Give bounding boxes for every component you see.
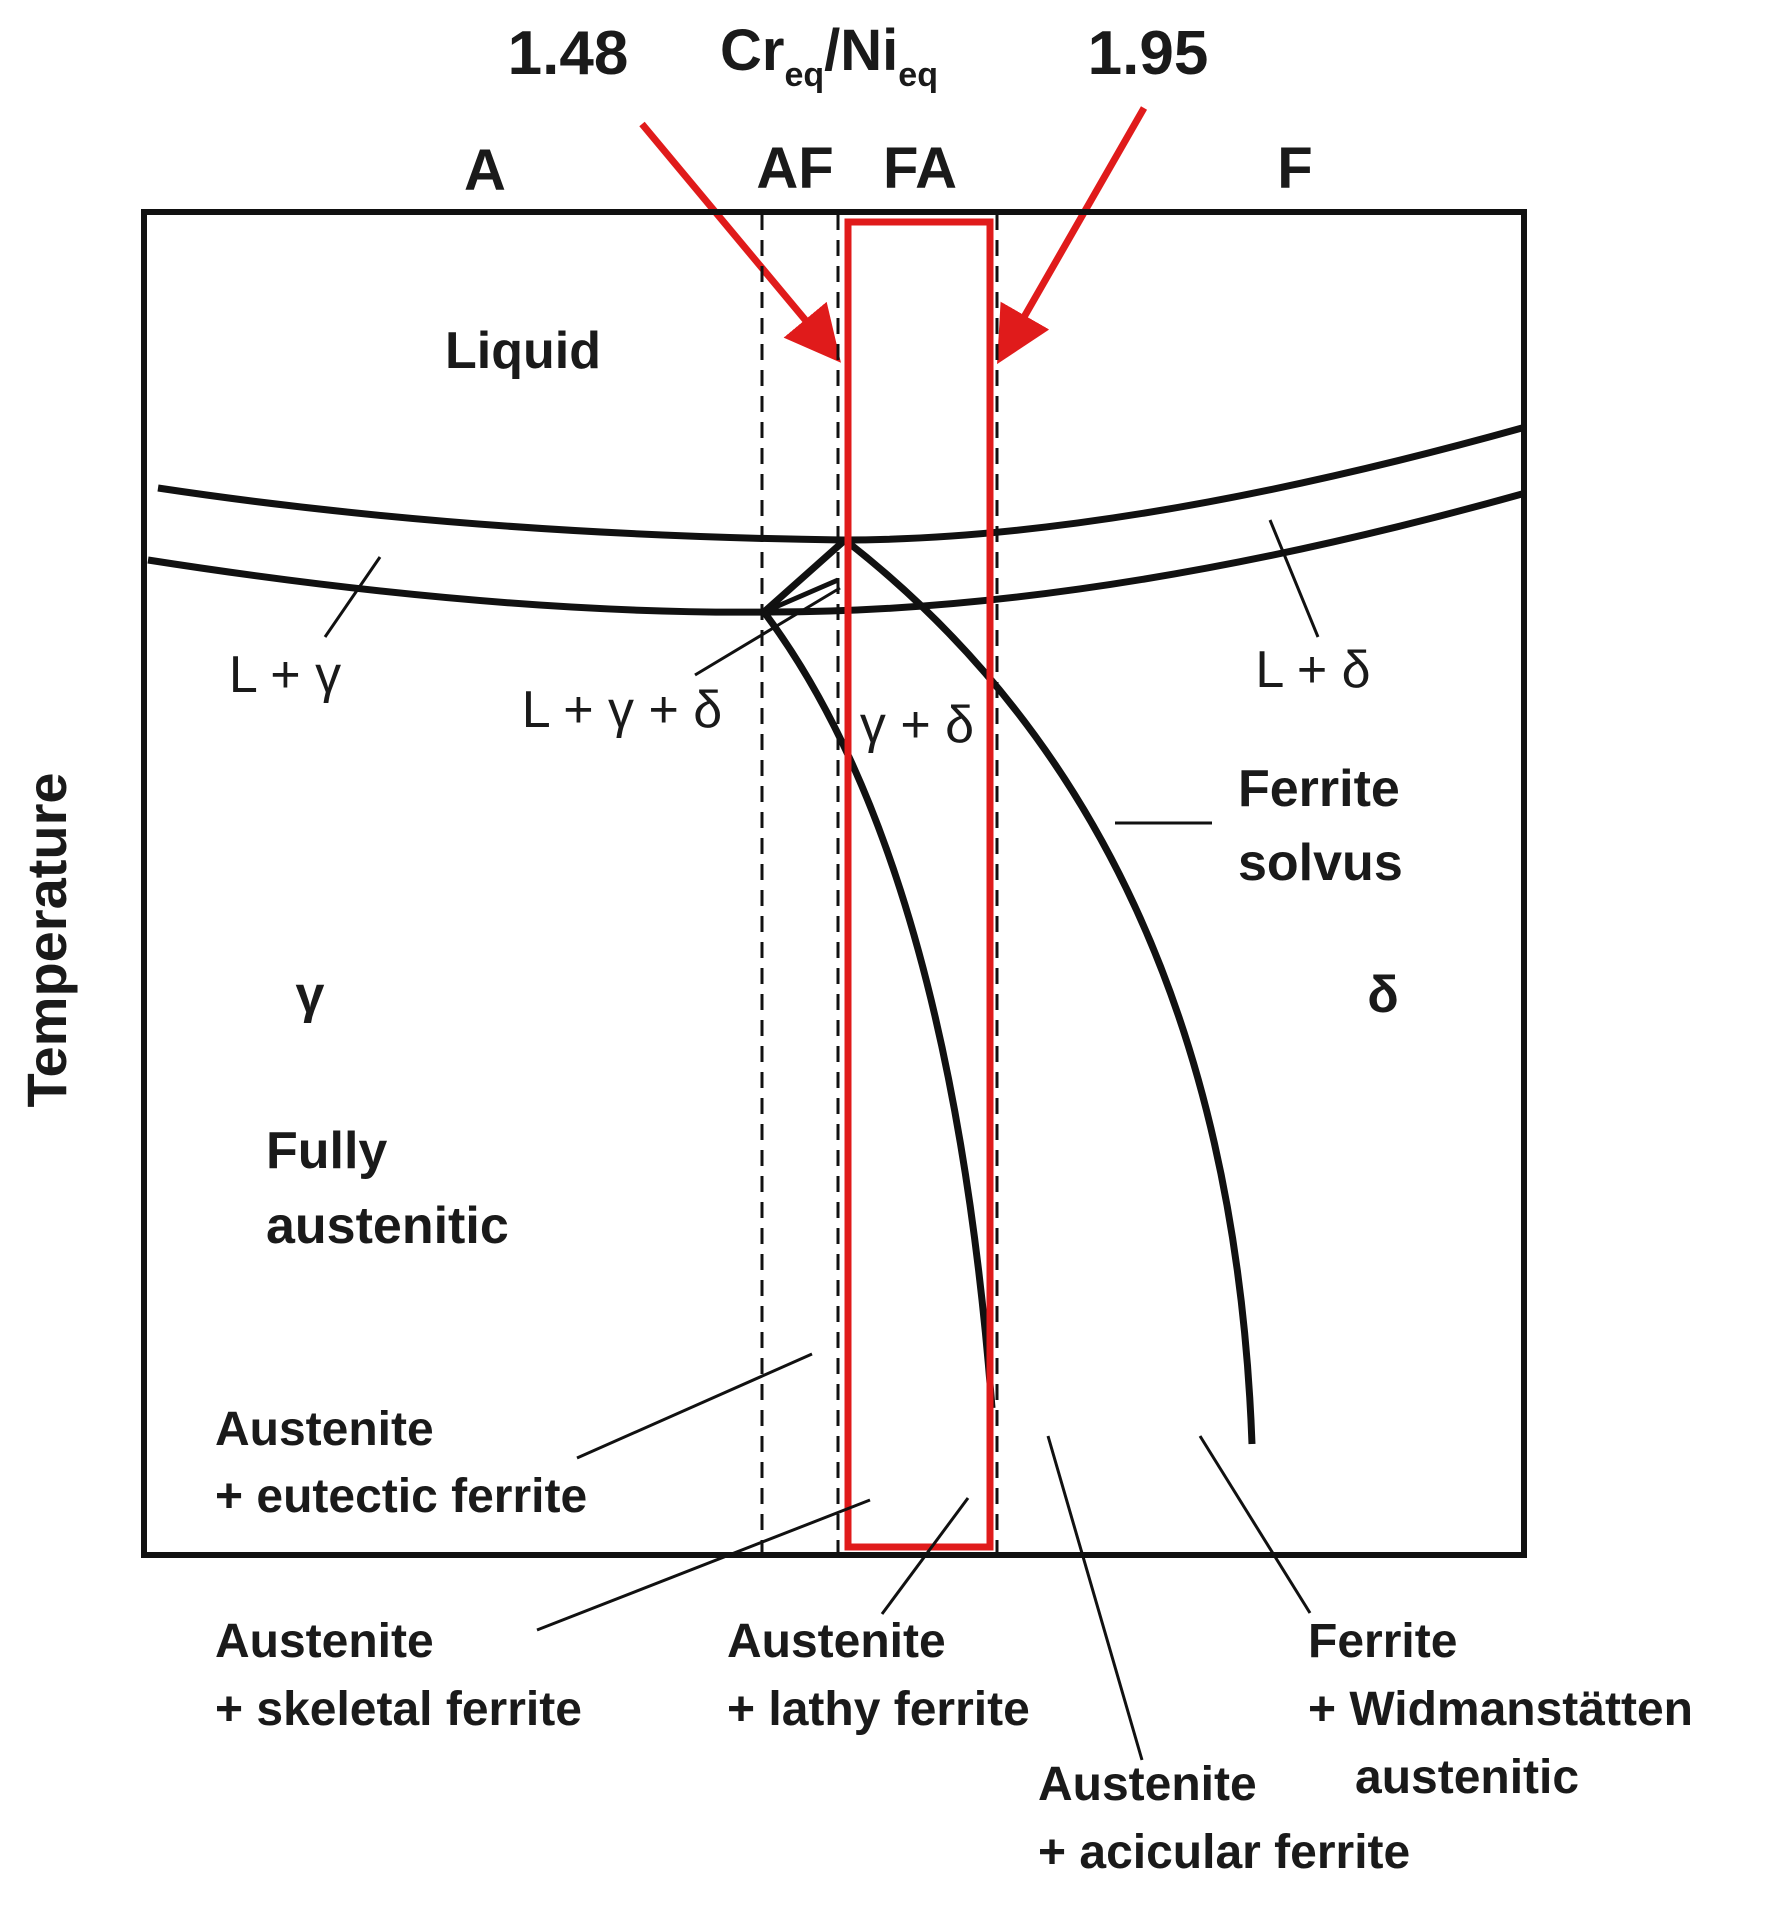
acicular-label-1: Austenite [1038,1758,1257,1811]
ferrite-solvus-label-2: solvus [1238,834,1403,892]
ratio-title-slash: /Ni [824,18,898,83]
ratio-arrow-left [639,121,841,363]
three-phase-lower-edge [763,577,839,615]
fully-austenitic-label-2: austenitic [266,1197,509,1255]
y-axis-label: Temperature [15,772,78,1107]
liquidus-curve [157,424,1523,544]
region-gamma-delta: γ + δ [860,696,974,754]
acicular-label-2: + acicular ferrite [1038,1826,1410,1879]
widmanstatten-label-2: + Widmanstätten [1308,1683,1693,1736]
widmanstatten-label-1: Ferrite [1308,1615,1457,1668]
mode-af-label: AF [756,136,833,201]
ratio-title-sub2: eq [898,56,938,94]
solidus-curve [147,490,1523,616]
region-delta: δ [1367,966,1399,1024]
leader-skeletal [536,1498,871,1632]
mode-f-label: F [1277,136,1312,201]
region-l-gamma-delta: L + γ + δ [522,681,722,739]
ferrite-solvus-curve [842,537,1256,1445]
eutectic-label-2: + eutectic ferrite [215,1470,587,1523]
leader-l-gamma-delta [694,586,841,677]
plot-frame [141,209,1527,1558]
ferrite-solvus-label-1: Ferrite [1238,760,1400,818]
fully-austenitic-label-1: Fully [266,1122,387,1180]
ratio-label-left: 1.48 [508,19,629,88]
ratio-label-right: 1.95 [1088,19,1209,88]
mode-a-label: A [464,138,506,203]
region-liquid: Liquid [445,322,601,380]
leader-l-gamma [323,556,382,638]
three-phase-upper-edge [761,537,848,615]
mode-fa-label: FA [883,136,957,201]
region-gamma: γ [296,966,325,1024]
lathy-label-1: Austenite [727,1615,946,1668]
eutectic-label-1: Austenite [215,1403,434,1456]
leader-eutectic [576,1352,813,1460]
fa-highlight-box [844,218,994,1551]
leader-widmanstatten [1198,1435,1312,1614]
lathy-label-2: + lathy ferrite [727,1683,1030,1736]
skeletal-label-2: + skeletal ferrite [215,1683,582,1736]
ratio-title: Creq/Nieq [720,18,938,94]
leader-l-delta [1268,519,1320,638]
ratio-title-main: Cr [720,18,784,83]
leader-acicular [1046,1435,1144,1761]
skeletal-label-1: Austenite [215,1615,434,1668]
ratio-title-sub1: eq [784,56,824,94]
widmanstatten-label-3: austenitic [1355,1751,1579,1804]
gamma-solvus-curve [761,609,996,1409]
region-l-gamma: L + γ [229,646,341,704]
leader-lathy [880,1497,970,1615]
region-l-delta: L + δ [1255,641,1370,699]
ratio-arrow-right [997,106,1148,365]
